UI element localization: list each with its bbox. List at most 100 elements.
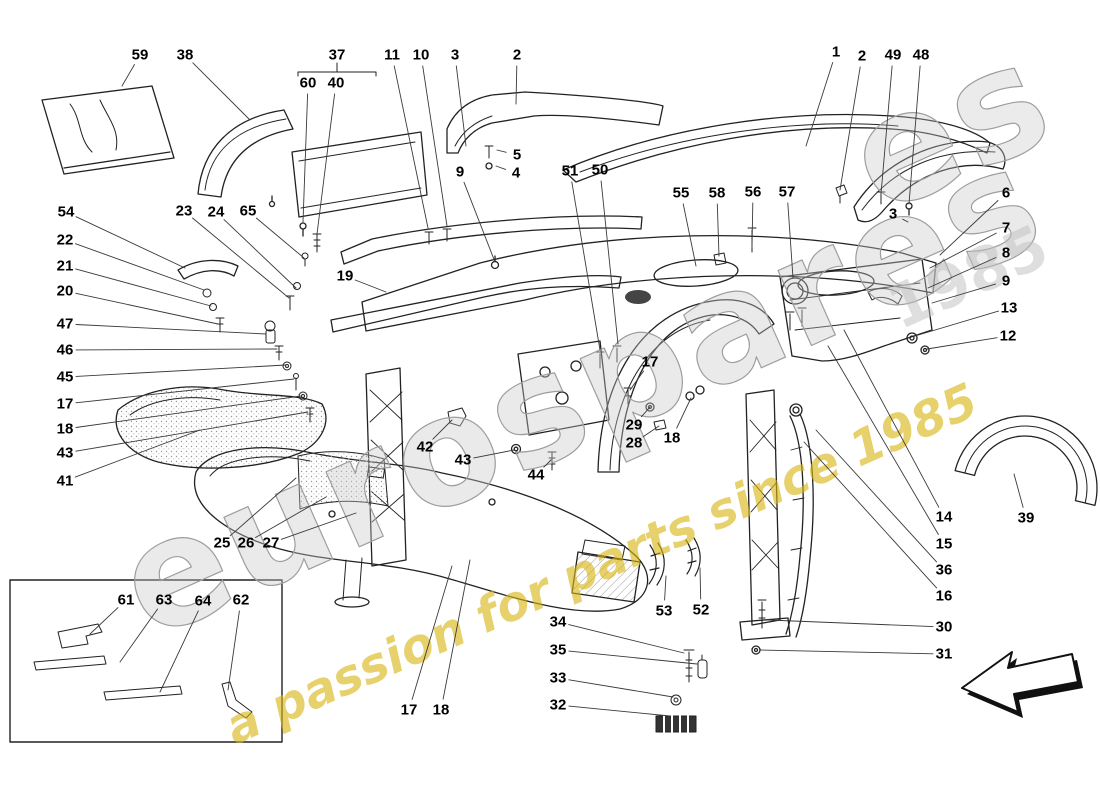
leader-line-46-34 <box>75 348 278 351</box>
leader-line-43-38 <box>75 411 309 452</box>
part-callout-42-44: 42 <box>416 438 434 456</box>
part-callout-21-31: 21 <box>56 257 74 275</box>
leader-line-50-17 <box>600 180 619 345</box>
leader-line-10-6 <box>422 65 448 227</box>
part-callout-47-33: 47 <box>56 315 74 333</box>
part-callout-32-59: 32 <box>549 696 567 714</box>
leader-line-54-29 <box>75 216 186 269</box>
leader-line-27-53 <box>280 512 357 540</box>
part-callout-35-57: 35 <box>549 641 567 659</box>
drain-tube <box>785 403 814 638</box>
leader-line-14-62 <box>843 329 940 508</box>
leader-line-7-24 <box>929 232 997 269</box>
leader-line-18-37 <box>75 395 302 428</box>
leader-line-38-1 <box>192 62 251 121</box>
part-callout-17-47: 17 <box>641 353 659 371</box>
part-callout-18-37: 18 <box>56 420 74 438</box>
sill-rocker-panel <box>193 447 649 612</box>
leader-line-6-22 <box>939 200 999 256</box>
leader-line-15-63 <box>827 345 939 535</box>
part-callout-12-28: 12 <box>999 327 1017 345</box>
leader-line-8-25 <box>927 257 997 289</box>
leader-line-56-20 <box>751 202 754 249</box>
leader-line-9-15 <box>463 181 496 263</box>
part-callout-14-62: 14 <box>935 508 953 526</box>
part-callout-24-41: 24 <box>207 203 225 221</box>
part-callout-31-67: 31 <box>935 645 953 663</box>
leader-line-5-13 <box>496 149 507 153</box>
leader-line-34-56 <box>568 624 685 654</box>
part-callout-5-13: 5 <box>512 146 522 164</box>
leader-line-30-66 <box>767 619 934 628</box>
part-callout-11-5: 11 <box>384 46 400 64</box>
leader-line-48-12 <box>908 65 921 205</box>
watermark: eurospares es 1985 a passion for parts s… <box>93 7 1077 756</box>
part-callout-8-25: 8 <box>1001 244 1011 262</box>
part-38-quarter-window-seal <box>197 109 294 208</box>
leader-line-28-49 <box>642 425 660 438</box>
part-callout-6-22: 6 <box>1001 184 1011 202</box>
part-callout-36-64: 36 <box>935 561 953 579</box>
leader-line-40-4 <box>316 93 336 235</box>
part-callout-62-72: 62 <box>232 591 250 609</box>
part-callout-55-18: 55 <box>672 184 690 202</box>
part-callout-3-7: 3 <box>450 46 460 64</box>
leader-line-4-14 <box>495 165 507 170</box>
leader-lines <box>74 62 1024 717</box>
part-callout-25-51: 25 <box>213 534 231 552</box>
leader-line-12-28 <box>926 337 998 350</box>
leader-line-9-26 <box>931 283 996 304</box>
part-callout-40-4: 40 <box>327 74 345 92</box>
part-callout-29-48: 29 <box>625 416 643 434</box>
part-callout-9-26: 9 <box>1001 272 1011 290</box>
leader-line-1-9 <box>805 62 834 147</box>
leader-line-13-27 <box>914 310 999 337</box>
part-callout-57-21: 57 <box>778 183 796 201</box>
part-callout-46-34: 46 <box>56 341 74 359</box>
part-callout-30-66: 30 <box>935 618 953 636</box>
part-callout-60-3: 60 <box>299 74 317 92</box>
part-callout-44-46: 44 <box>527 466 545 484</box>
hardware-group-32-35 <box>655 649 708 733</box>
part-callout-19-43: 19 <box>336 267 354 285</box>
part-callout-3-23: 3 <box>888 205 898 223</box>
leader-line-16-65 <box>803 441 938 589</box>
header-trim-strip <box>340 215 643 265</box>
leader-line-19-43 <box>354 279 387 293</box>
inset-box <box>9 579 283 743</box>
part-callout-10-6: 10 <box>412 46 430 64</box>
leader-line-36-64 <box>815 429 938 563</box>
part-39-arch-trim <box>954 415 1098 507</box>
leader-line-49-11 <box>880 65 893 195</box>
part-callout-48-12: 48 <box>912 46 930 64</box>
part-callout-9-15: 9 <box>455 163 465 181</box>
part-callout-50-17: 50 <box>591 161 609 179</box>
lower-trim-strip <box>330 275 622 333</box>
leader-line-41-39 <box>74 429 201 478</box>
part-callout-18-61: 18 <box>432 701 450 719</box>
leader-line-62-72 <box>227 610 240 691</box>
part-callout-7-24: 7 <box>1001 219 1011 237</box>
leader-line-29-48 <box>640 406 651 418</box>
direction-arrow-icon <box>961 651 1083 718</box>
leader-line-17-47 <box>629 370 645 391</box>
part-callout-34-56: 34 <box>549 613 567 631</box>
part-callout-63-70: 63 <box>155 591 173 609</box>
leader-line-58-19 <box>716 203 720 257</box>
leader-line-26-52 <box>255 496 327 538</box>
leader-line-59-0 <box>121 64 135 87</box>
part-callout-17-60: 17 <box>400 701 418 719</box>
part-59-soft-panel <box>41 85 175 175</box>
leader-line-35-57 <box>568 650 698 665</box>
leader-line-39-68 <box>1013 473 1024 508</box>
part-callout-61-69: 61 <box>117 591 135 609</box>
part-2-3-front-header-panel <box>446 91 664 270</box>
part-37-trim-panel <box>291 62 428 253</box>
part-callout-56-20: 56 <box>744 183 762 201</box>
leader-line-22-30 <box>74 243 205 291</box>
leader-line-33-58 <box>568 679 674 698</box>
leader-line-57-21 <box>787 202 794 279</box>
part-callout-22-30: 22 <box>56 231 74 249</box>
leader-line-21-31 <box>75 268 212 307</box>
